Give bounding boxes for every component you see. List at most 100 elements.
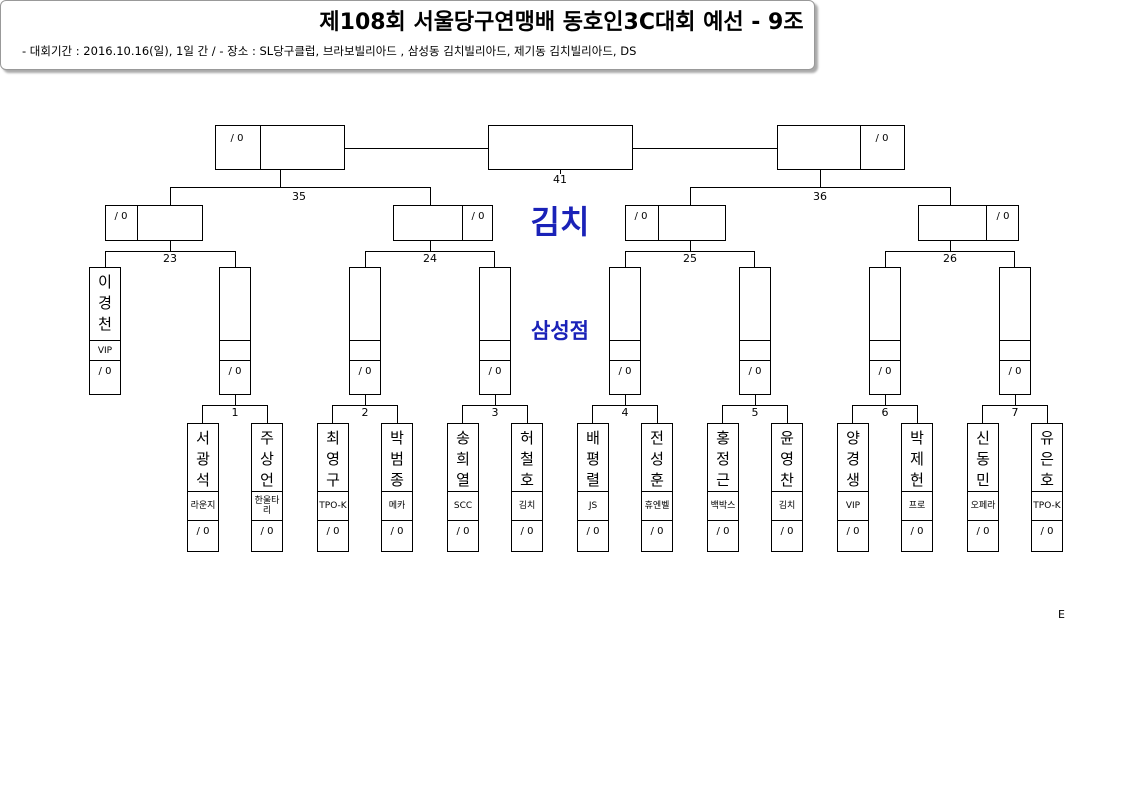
player-card <box>967 423 999 552</box>
semi-slot-1 <box>105 205 203 241</box>
score-bye-player: / 0 <box>98 366 112 377</box>
player-score: / 0 <box>260 526 274 537</box>
player-name: 서광석 <box>196 429 210 489</box>
player-card <box>447 423 479 552</box>
player-name: 신동민 <box>976 429 990 489</box>
score-quarter-2: / 0 <box>358 366 372 377</box>
player-name: 송희열 <box>456 429 470 489</box>
player-name: 박범종 <box>390 429 404 489</box>
player-club: 라운지 <box>190 501 216 511</box>
player-name: 배평렬 <box>586 429 600 489</box>
score-semi-2: / 0 <box>471 211 485 222</box>
page-title: 제108회 서울당구연맹배 동호인3C대회 예선 - 9조 <box>319 10 804 35</box>
player-score: / 0 <box>390 526 404 537</box>
quarter-slot-3 <box>479 267 511 395</box>
match-number-23: 23 <box>163 252 177 265</box>
player-score: / 0 <box>326 526 340 537</box>
player-score: / 0 <box>650 526 664 537</box>
player-club: TPO-K <box>1033 501 1061 511</box>
title-box: 제108회 서울당구연맹배 동호인3C대회 예선 - 9조 - 대회기간 : 2… <box>0 0 815 70</box>
player-name: 주상언 <box>260 429 274 489</box>
match-number-6: 6 <box>881 406 889 419</box>
quarter-slot-5 <box>739 267 771 395</box>
player-name: 전성훈 <box>650 429 664 489</box>
player-card <box>1031 423 1063 552</box>
match-number-35: 35 <box>292 190 306 203</box>
player-score: / 0 <box>910 526 924 537</box>
player-club: 김치 <box>778 501 796 511</box>
player-name: 양경생 <box>846 429 860 489</box>
match-number-36: 36 <box>813 190 827 203</box>
player-name: 박제헌 <box>910 429 924 489</box>
bye-player-club: VIP <box>97 345 113 356</box>
match-number-25: 25 <box>683 252 697 265</box>
player-card <box>577 423 609 552</box>
player-name: 최영구 <box>326 429 340 489</box>
player-name: 허철호 <box>520 429 534 489</box>
score-semi-3: / 0 <box>634 211 648 222</box>
score-quarter-4: / 0 <box>618 366 632 377</box>
player-club: 휴엔벨 <box>644 501 670 511</box>
match-number-3: 3 <box>491 406 499 419</box>
player-club: 프로 <box>908 501 926 511</box>
player-score: / 0 <box>456 526 470 537</box>
final-left-slot <box>215 125 345 170</box>
semi-slot-3 <box>625 205 726 241</box>
venue-label-primary: 김치 <box>530 203 590 241</box>
player-card <box>381 423 413 552</box>
player-club: 백박스 <box>710 501 736 511</box>
player-score: / 0 <box>846 526 860 537</box>
quarter-slot-1 <box>219 267 251 395</box>
player-club: JS <box>588 501 598 511</box>
player-score: / 0 <box>780 526 794 537</box>
player-card <box>707 423 739 552</box>
page-subtitle: - 대회기간 : 2016.10.16(일), 1일 간 / - 장소 : SL… <box>22 44 637 58</box>
player-score: / 0 <box>976 526 990 537</box>
player-card <box>187 423 219 552</box>
score-quarter-6: / 0 <box>878 366 892 377</box>
player-club: 한울타리 <box>254 496 280 516</box>
score-final-right: / 0 <box>875 133 889 144</box>
score-quarter-5: / 0 <box>748 366 762 377</box>
corner-mark: E <box>1058 608 1065 621</box>
final-right-slot <box>777 125 905 170</box>
quarter-slot-7 <box>999 267 1031 395</box>
player-name: 윤영찬 <box>780 429 794 489</box>
player-card <box>837 423 869 552</box>
player-score: / 0 <box>520 526 534 537</box>
match-number-2: 2 <box>361 406 369 419</box>
player-club: 김치 <box>518 501 536 511</box>
match-number-24: 24 <box>423 252 437 265</box>
player-club: TPO-K <box>319 501 347 511</box>
score-quarter-3: / 0 <box>488 366 502 377</box>
player-score: / 0 <box>196 526 210 537</box>
match-number-4: 4 <box>621 406 629 419</box>
match-number-41: 41 <box>553 173 567 186</box>
player-card <box>317 423 349 552</box>
player-club: VIP <box>845 501 861 511</box>
quarter-slot-6 <box>869 267 901 395</box>
bye-player-name: 이경천 <box>98 273 112 333</box>
player-card <box>511 423 543 552</box>
bye-player-card <box>89 267 121 395</box>
match-number-7: 7 <box>1011 406 1019 419</box>
score-final-left: / 0 <box>230 133 244 144</box>
player-card <box>901 423 933 552</box>
score-quarter-1: / 0 <box>228 366 242 377</box>
score-quarter-7: / 0 <box>1008 366 1022 377</box>
player-score: / 0 <box>586 526 600 537</box>
player-score: / 0 <box>1040 526 1054 537</box>
player-card <box>771 423 803 552</box>
player-club: 메카 <box>388 501 406 511</box>
score-semi-1: / 0 <box>114 211 128 222</box>
semi-slot-2 <box>393 205 493 241</box>
player-name: 유은호 <box>1040 429 1054 489</box>
venue-label-secondary: 삼성점 <box>531 319 589 343</box>
player-club: SCC <box>453 501 473 511</box>
match-number-1: 1 <box>231 406 239 419</box>
score-semi-4: / 0 <box>996 211 1010 222</box>
quarter-slot-4 <box>609 267 641 395</box>
match-number-5: 5 <box>751 406 759 419</box>
player-score: / 0 <box>716 526 730 537</box>
player-club: 오페라 <box>970 501 996 511</box>
